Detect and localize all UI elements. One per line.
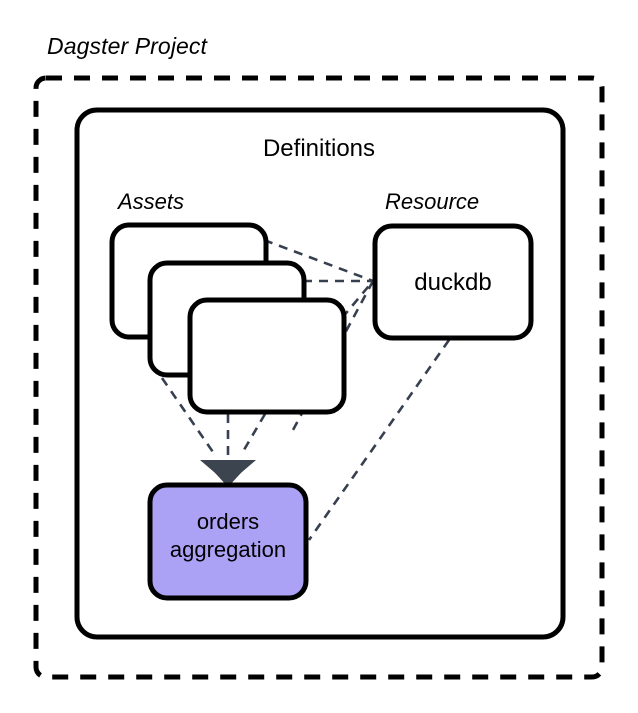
dagster-project-title: Dagster Project xyxy=(47,33,208,59)
duckdb-node-label: duckdb xyxy=(414,269,492,296)
resource-group-label: Resource xyxy=(385,189,480,214)
edge-asset3-orders xyxy=(239,413,267,456)
orders-label-line-2: aggregation xyxy=(169,537,287,563)
edge-duckdb-orders xyxy=(307,339,451,541)
arrowhead-lower-tip xyxy=(205,462,251,487)
definitions-title: Definitions xyxy=(262,135,376,162)
orders-aggregation-node-label: orders aggregation xyxy=(150,508,306,564)
orders-aggregation-box[interactable] xyxy=(147,482,309,601)
assets-group-label: Assets xyxy=(118,189,185,214)
duckdb-resource-box[interactable] xyxy=(372,223,534,341)
orders-label-line-1: orders xyxy=(196,509,260,534)
definitions-container xyxy=(74,107,566,640)
dagster-project-container xyxy=(33,75,605,680)
asset-card-front[interactable] xyxy=(187,297,347,415)
edge-asset3-duckdb xyxy=(341,280,374,319)
edge-asset1-duckdb xyxy=(263,238,374,283)
